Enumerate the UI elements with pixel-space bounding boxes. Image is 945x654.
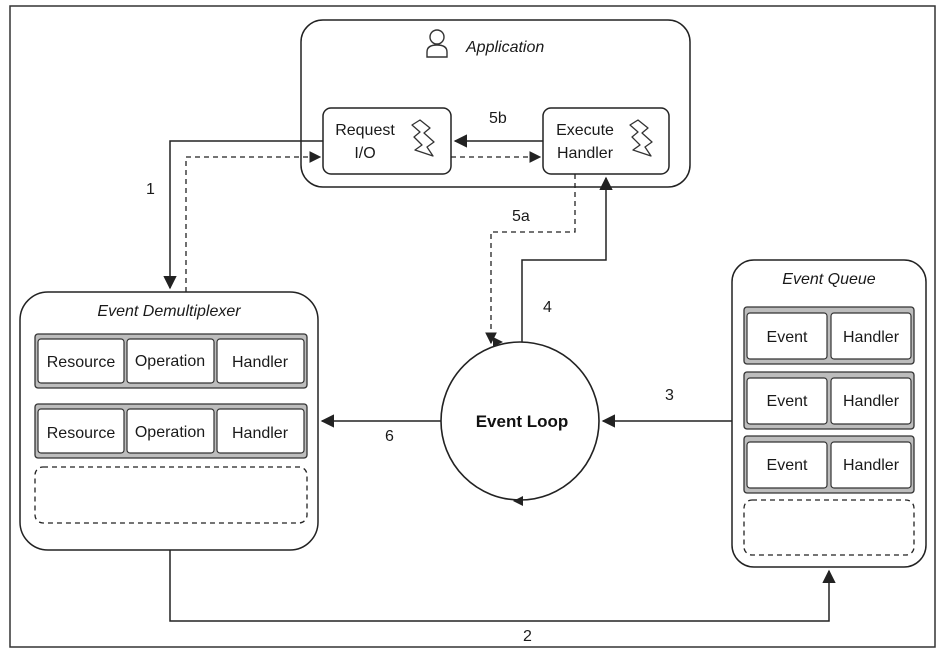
queue-row: Event Handler <box>743 306 915 365</box>
demux-empty-slot <box>34 466 308 524</box>
diagram-frame <box>9 5 936 648</box>
queue-row-handler: Handler <box>843 393 900 410</box>
demux-row: Resource Operation Handler <box>34 403 308 459</box>
queue-row-event: Event <box>767 457 808 474</box>
user-icon <box>426 29 448 58</box>
demux-row-handler: Handler <box>232 425 289 442</box>
request-io-label-line1: Request <box>335 122 395 139</box>
step-label-4: 4 <box>543 299 552 316</box>
queue-row-event: Event <box>767 393 808 410</box>
request-io-label-line2: I/O <box>354 145 375 162</box>
step-label-6: 6 <box>385 428 394 445</box>
arrow-step-4 <box>521 176 613 342</box>
arrow-step-2 <box>169 550 836 622</box>
demux-row-resource: Resource <box>47 354 116 371</box>
event-demultiplexer-title: Event Demultiplexer <box>97 303 241 320</box>
event-loop-circle: Event Loop <box>440 337 600 506</box>
execute-handler-box: Execute Handler <box>542 107 670 175</box>
step-label-2: 2 <box>523 628 532 645</box>
demux-row-operation: Operation <box>135 353 205 370</box>
event-queue-title: Event Queue <box>782 271 876 288</box>
application-title: Application <box>465 39 544 56</box>
lightning-icon <box>629 119 653 157</box>
queue-row-handler: Handler <box>843 457 900 474</box>
demux-row: Resource Operation Handler <box>34 333 308 389</box>
step-label-5b: 5b <box>489 110 507 127</box>
execute-handler-label-line2: Handler <box>557 145 614 162</box>
request-io-box: Request I/O <box>322 107 452 175</box>
lightning-icon <box>411 119 435 157</box>
queue-row: Event Handler <box>743 371 915 430</box>
event-loop-label: Event Loop <box>476 412 569 431</box>
arrow-step-1 <box>163 140 323 290</box>
queue-row-handler: Handler <box>843 329 900 346</box>
step-label-5a: 5a <box>512 208 530 225</box>
event-queue-box: Event Queue Event Handler Event Handler … <box>731 259 927 568</box>
queue-row-event: Event <box>767 329 808 346</box>
demux-row-operation: Operation <box>135 424 205 441</box>
step-label-3: 3 <box>665 387 674 404</box>
event-demultiplexer-box: Event Demultiplexer Resource Operation H… <box>19 291 319 551</box>
queue-row: Event Handler <box>743 435 915 494</box>
loop-direction-arrow <box>513 496 523 506</box>
dashed-arrow-demux-to-request <box>185 151 322 292</box>
execute-handler-label-line1: Execute <box>556 122 614 139</box>
demux-row-handler: Handler <box>232 354 289 371</box>
queue-empty-slot <box>743 499 915 556</box>
application-box: Application Request I/O Execute Handler <box>300 19 691 188</box>
step-label-1: 1 <box>146 181 155 198</box>
dashed-arrow-step-5a <box>485 174 576 345</box>
demux-row-resource: Resource <box>47 425 116 442</box>
